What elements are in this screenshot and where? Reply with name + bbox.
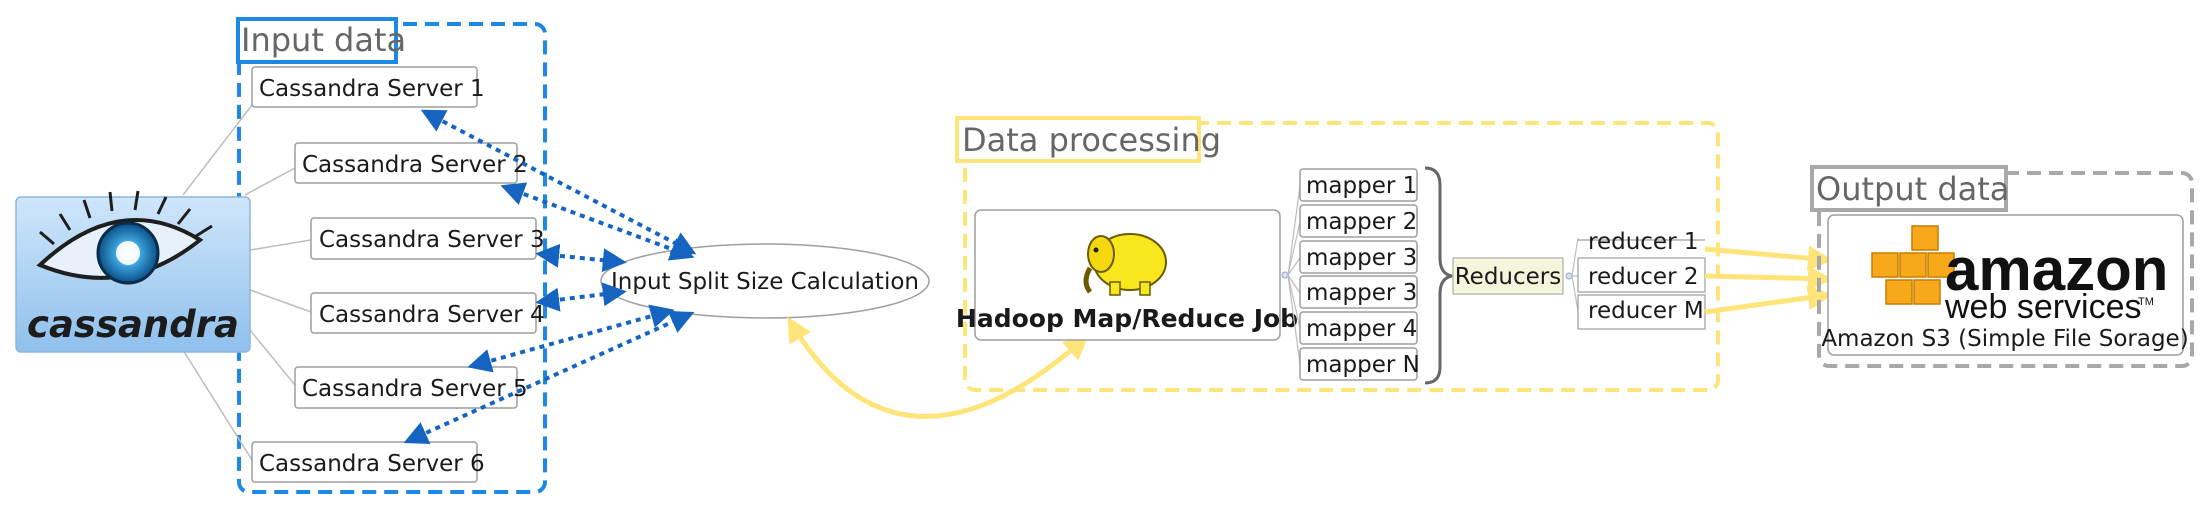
aws-logo-text: amazon	[1945, 236, 2168, 303]
split-arrow-3	[535, 243, 627, 273]
data-processing-boundary	[963, 121, 1720, 392]
reducer-2-arrow	[1704, 266, 1833, 292]
input-split-node[interactable]: Input Split Size Calculation	[600, 243, 930, 319]
data-processing-title: Data processing	[962, 121, 1221, 159]
input-split-label: Input Split Size Calculation	[611, 269, 919, 295]
cassandra-server-4[interactable]: Cassandra Server 4	[310, 292, 545, 334]
hadoop-elephant-icon	[1083, 233, 1167, 296]
reducer-m[interactable]: reducer M	[1577, 294, 1706, 330]
aws-trademark: TM	[2138, 296, 2154, 308]
mapper-brace	[1424, 166, 1453, 385]
mapper-2-label: mapper 2	[1306, 209, 1417, 235]
cassandra-server-1-label: Cassandra Server 1	[259, 76, 485, 102]
mappers: mapper 1 mapper 2 mapper 3 mapper 3 mapp…	[1299, 168, 1420, 381]
output-data-group: Output data	[1810, 165, 2194, 368]
split-to-hadoop-arrow	[787, 316, 1089, 419]
input-data-title-box	[236, 17, 398, 64]
mapper-4[interactable]: mapper 4	[1299, 311, 1418, 345]
input-data-group: Input data	[236, 17, 547, 494]
hadoop-job-label: Hadoop Map/Reduce Job	[956, 304, 1298, 333]
output-data-title-box	[1810, 165, 2008, 212]
reducer-to-s3-arrows	[1704, 245, 1833, 315]
data-processing-group: Data processing	[955, 116, 1720, 392]
aws-logo-subtext: web services	[1944, 288, 2142, 326]
reducer-1[interactable]: reducer 1	[1578, 229, 1705, 255]
cassandra-server-2[interactable]: Cassandra Server 2	[294, 142, 528, 184]
reducer-connectors	[1571, 237, 1579, 312]
amazon-s3-label: Amazon S3 (Simple File Sorage)	[1821, 326, 2188, 352]
reducer-1-label: reducer 1	[1588, 229, 1698, 255]
mapper-3a[interactable]: mapper 3	[1299, 240, 1418, 274]
cassandra-servers: Cassandra Server 1 Cassandra Server 2 Ca…	[251, 66, 545, 483]
cassandra-logo-text: cassandra	[27, 303, 239, 346]
cassandra-server-6[interactable]: Cassandra Server 6	[251, 441, 485, 483]
mapper-3b[interactable]: mapper 3	[1299, 275, 1418, 309]
reducer-2-label: reducer 2	[1588, 264, 1698, 290]
cassandra-server-6-label: Cassandra Server 6	[259, 451, 485, 477]
cassandra-eye-icon	[36, 190, 213, 285]
reducers-label: Reducers	[1455, 264, 1562, 290]
cassandra-server-4-label: Cassandra Server 4	[319, 302, 545, 328]
data-processing-title-box	[955, 116, 1201, 163]
split-arrow-6	[403, 310, 695, 445]
reducer-1-arrow	[1704, 245, 1833, 271]
split-arrow-2	[500, 182, 695, 261]
mapper-3a-label: mapper 3	[1306, 245, 1417, 271]
aws-cubes-icon	[1871, 225, 1955, 305]
mapper-1-label: mapper 1	[1306, 173, 1417, 199]
mapper-1[interactable]: mapper 1	[1299, 168, 1418, 202]
cassandra-server-2-label: Cassandra Server 2	[302, 152, 528, 178]
split-arrows	[403, 109, 697, 445]
hadoop-job-node[interactable]: Hadoop Map/Reduce Job	[956, 209, 1298, 341]
amazon-s3-node[interactable]: amazon web services TM Amazon S3 (Simple…	[1821, 214, 2189, 356]
cassandra-server-5-label: Cassandra Server 5	[302, 376, 528, 402]
reducers-connector-dot	[1565, 272, 1573, 280]
reducer-2[interactable]: reducer 2	[1577, 257, 1706, 293]
reducer-m-label: reducer M	[1588, 298, 1704, 324]
mapper-3b-label: mapper 3	[1306, 280, 1417, 306]
reducers-node[interactable]: Reducers	[1452, 257, 1564, 295]
mapper-connectors	[1287, 185, 1301, 365]
split-arrow-4	[535, 282, 627, 312]
mapper-n-label: mapper N	[1306, 352, 1420, 378]
mapper-2[interactable]: mapper 2	[1299, 204, 1418, 238]
mapper-n[interactable]: mapper N	[1299, 347, 1420, 381]
logo-server-connectors	[182, 104, 312, 461]
mapper-4-label: mapper 4	[1306, 316, 1417, 342]
input-data-title: Input data	[241, 21, 406, 59]
cassandra-server-3[interactable]: Cassandra Server 3	[310, 217, 545, 260]
reducers: reducer 1 reducer 2 reducer M	[1577, 229, 1706, 330]
cassandra-server-1[interactable]: Cassandra Server 1	[251, 66, 485, 108]
cassandra-logo: cassandra	[15, 190, 251, 353]
output-data-title: Output data	[1816, 170, 2009, 208]
reducer-m-arrow	[1704, 285, 1833, 315]
cassandra-server-3-label: Cassandra Server 3	[319, 227, 545, 253]
hadoop-connector-dot	[1281, 271, 1289, 279]
